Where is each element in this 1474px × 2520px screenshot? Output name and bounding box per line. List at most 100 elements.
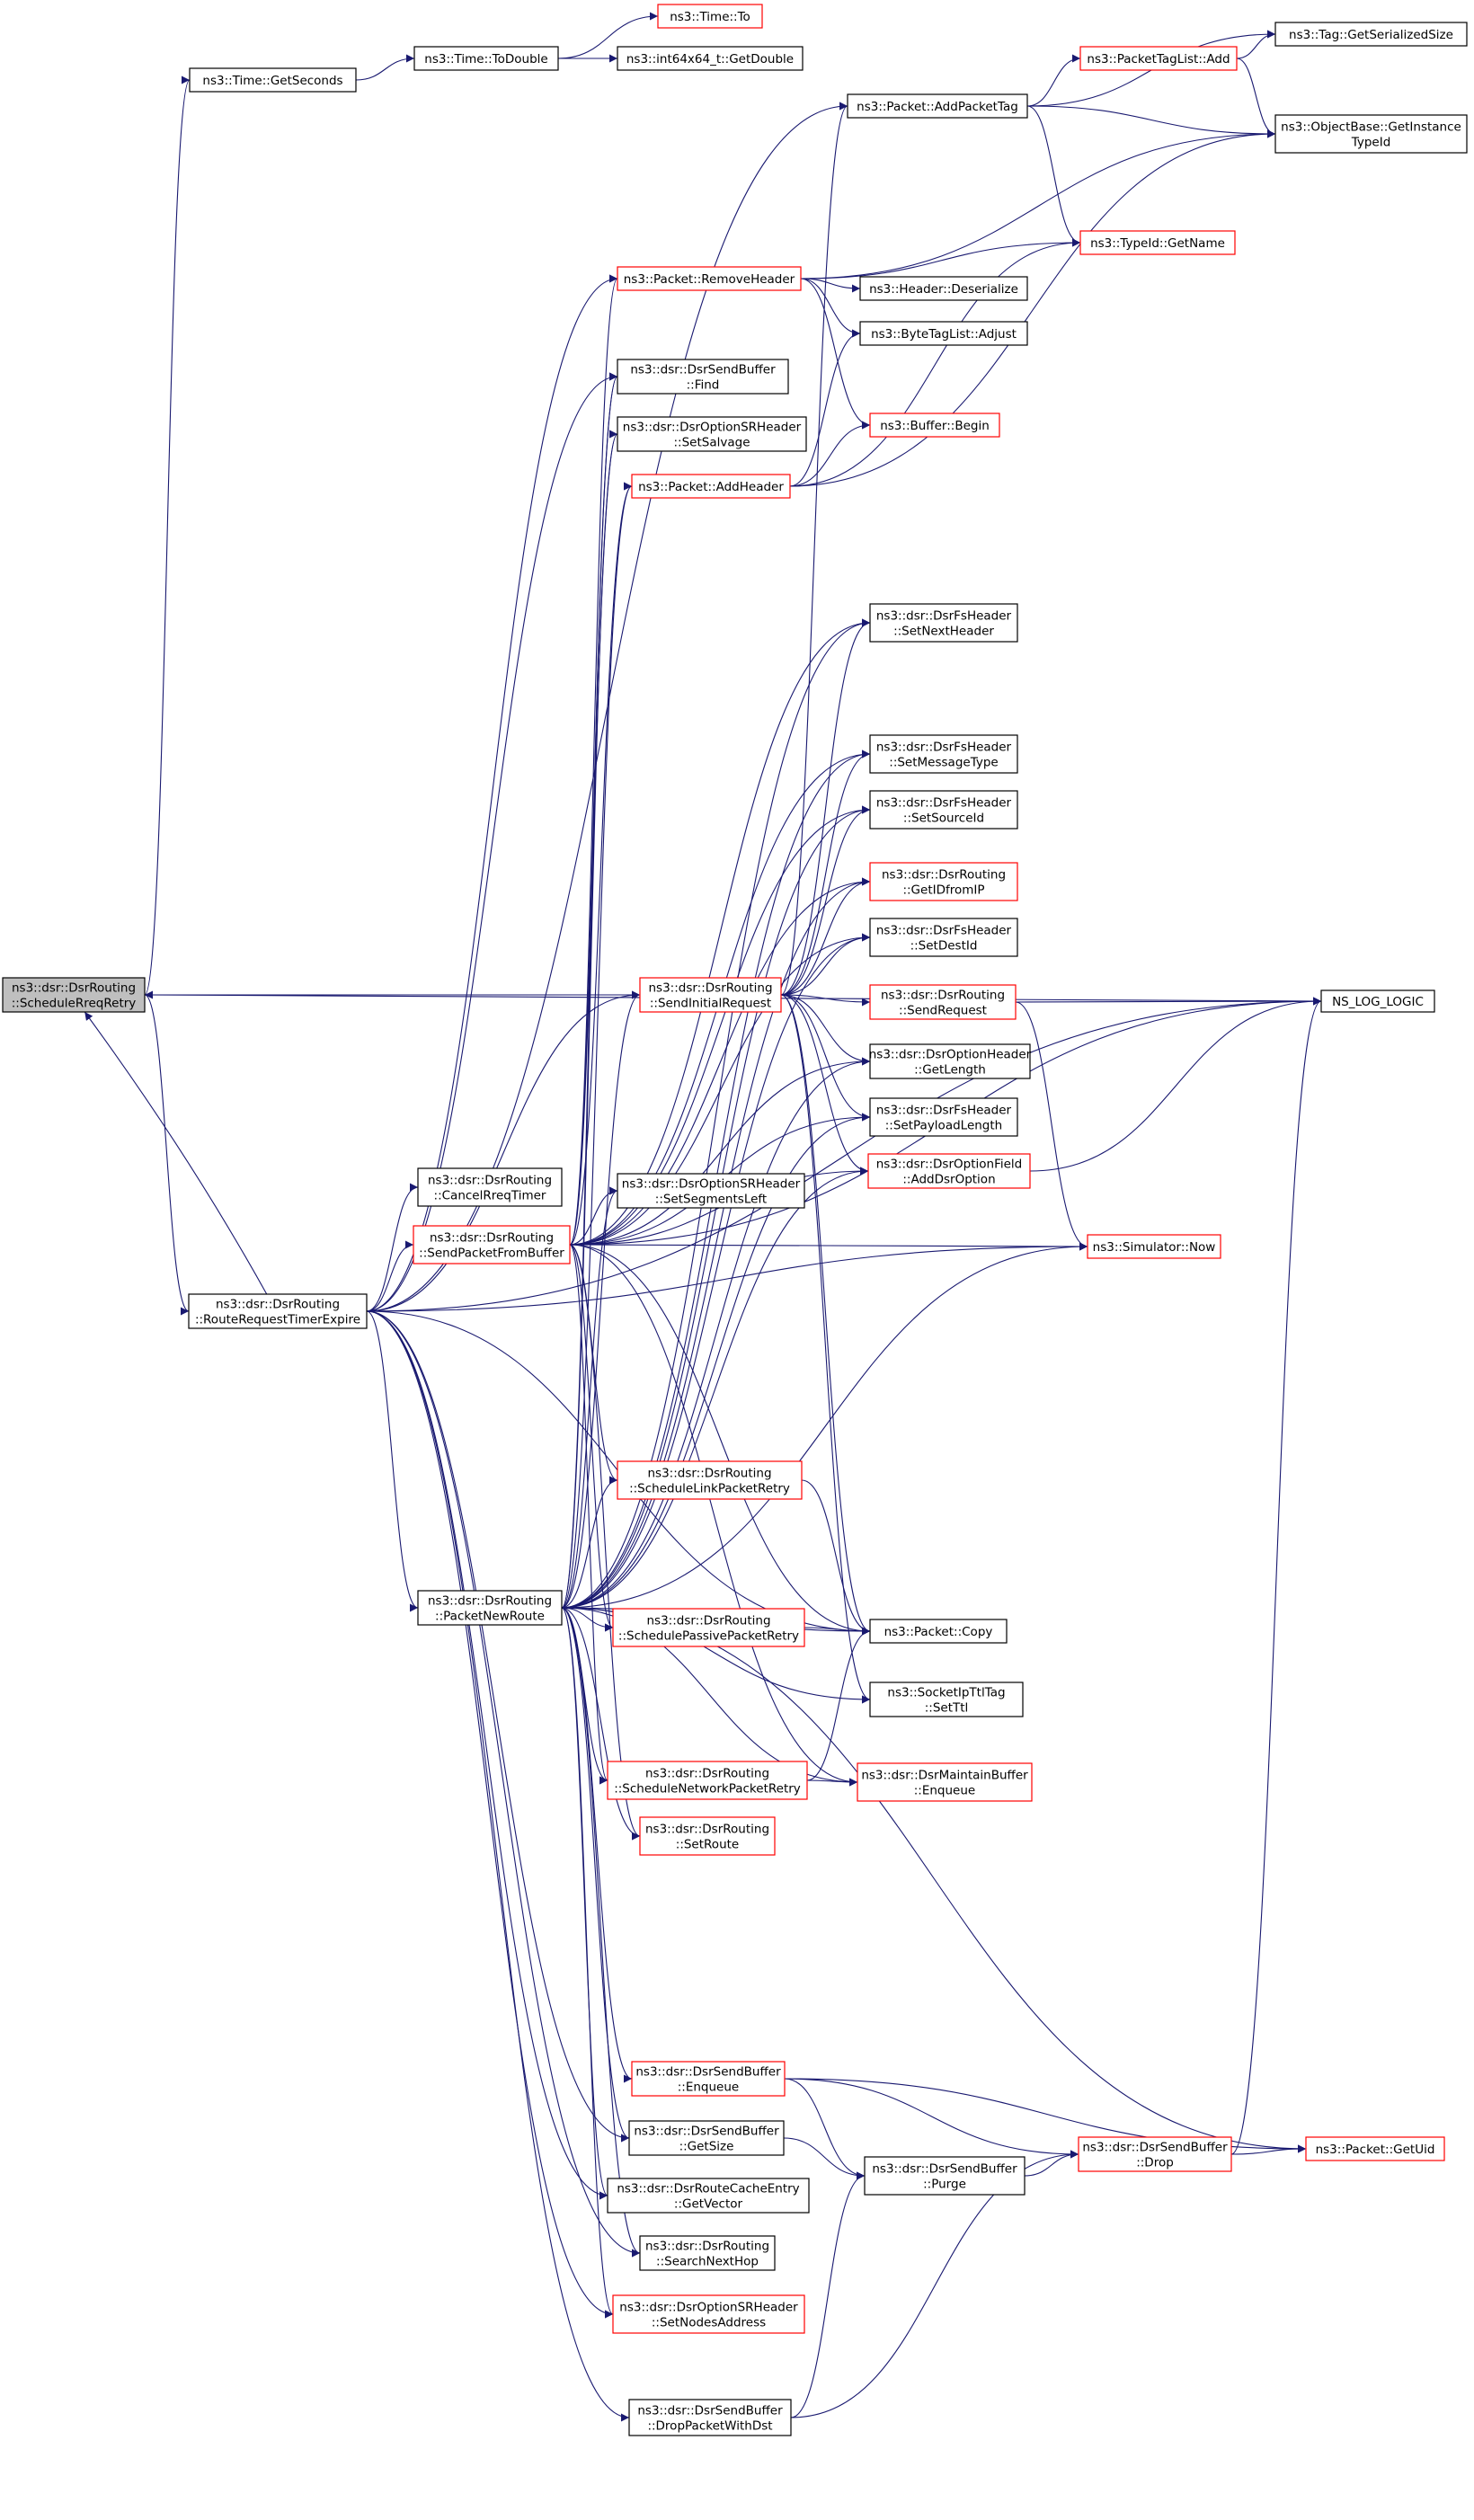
call-edge-sendpacketfrombuffer-to-schedulenetworkpacketretry xyxy=(569,1244,608,1785)
call-edge-sendinitialrequest-to-fssetsourceid xyxy=(780,805,871,996)
node-sendinitialrequest[interactable]: ns3::dsr::DsrRouting::SendInitialRequest xyxy=(639,977,782,1013)
node-schedulelinkpacketretry[interactable]: ns3::dsr::DsrRouting::ScheduleLinkPacket… xyxy=(617,1460,803,1500)
node-maintainbufferenqueue[interactable]: ns3::dsr::DsrMaintainBuffer::Enqueue xyxy=(857,1762,1033,1802)
node-taggetserializedsize[interactable]: ns3::Tag::GetSerializedSize xyxy=(1274,22,1468,47)
node-fssetsourceid[interactable]: ns3::dsr::DsrFsHeader::SetSourceId xyxy=(869,790,1018,830)
call-edge-packettaglistadd-to-objectbasegetinstancetypeid xyxy=(1236,58,1276,138)
node-timetodouble[interactable]: ns3::Time::ToDouble xyxy=(413,46,559,71)
node-label-line: ::SetDestId xyxy=(910,939,978,954)
node-searchnexthop[interactable]: ns3::dsr::DsrRouting::SearchNextHop xyxy=(639,2235,776,2271)
node-packetaddheader[interactable]: ns3::Packet::AddHeader xyxy=(631,474,791,499)
node-label-line: ::SetRoute xyxy=(676,1838,739,1852)
node-box xyxy=(869,1681,1024,1717)
node-box xyxy=(869,413,1000,438)
node-sendbuffergetsize[interactable]: ns3::dsr::DsrSendBuffer::GetSize xyxy=(628,2120,785,2156)
node-timegetseconds[interactable]: ns3::Time::GetSeconds xyxy=(189,67,357,93)
node-label-line: ::GetLength xyxy=(914,1063,986,1078)
node-cancelrreqtimer[interactable]: ns3::dsr::DsrRouting::CancelRreqTimer xyxy=(417,1167,563,1207)
node-fssetpayloadlength[interactable]: ns3::dsr::DsrFsHeader::SetPayloadLength xyxy=(869,1097,1018,1137)
call-edge-packetnewroute-to-setroute xyxy=(561,1607,641,1841)
call-edge-packettaglistadd-to-taggetserializedsize xyxy=(1236,30,1276,59)
node-box xyxy=(859,321,1028,346)
node-packetaddpackettag[interactable]: ns3::Packet::AddPacketTag xyxy=(847,93,1028,119)
call-edge-packetaddheader-to-bytetaglistadjust xyxy=(789,329,861,487)
node-box xyxy=(417,1590,563,1626)
node-box xyxy=(417,1167,563,1207)
call-edge-packetnewroute-to-optiongetlength xyxy=(561,1057,871,1609)
node-simulatornow[interactable]: ns3::Simulator::Now xyxy=(1087,1234,1221,1259)
node-packetcopy[interactable]: ns3::Packet::Copy xyxy=(869,1619,1008,1644)
call-edge-packetremoveheader-to-typeidgetname xyxy=(800,238,1081,280)
node-sendpacketfrombuffer[interactable]: ns3::dsr::DsrRouting::SendPacketFromBuff… xyxy=(413,1225,571,1264)
call-edge-schedulerreqretry-to-routerequesttimerexpire xyxy=(144,994,190,1316)
node-box xyxy=(869,790,1018,830)
call-edge-sendbufferenqueue-to-sendbufferpurge xyxy=(784,2078,866,2180)
node-box xyxy=(869,862,1018,901)
node-fssetnextheader[interactable]: ns3::dsr::DsrFsHeader::SetNextHeader xyxy=(869,603,1018,643)
node-getidfromip[interactable]: ns3::dsr::DsrRouting::GetIDfromIP xyxy=(869,862,1018,901)
call-edge-packetnewroute-to-optionsrsetsegmentsleft xyxy=(561,1186,618,1609)
node-headerdeserialize[interactable]: ns3::Header::Deserialize xyxy=(859,276,1028,301)
node-schedulepassivepacketretry[interactable]: ns3::dsr::DsrRouting::SchedulePassivePac… xyxy=(612,1608,805,1647)
node-sendbufferfind[interactable]: ns3::dsr::DsrSendBuffer::Find xyxy=(617,359,789,395)
node-setroute[interactable]: ns3::dsr::DsrRouting::SetRoute xyxy=(639,1816,776,1856)
node-sendbufferenqueue[interactable]: ns3::dsr::DsrSendBuffer::Enqueue xyxy=(631,2061,786,2097)
call-edge-routerequesttimerexpire-to-simulatornow xyxy=(366,1242,1088,1312)
node-label-line: ns3::int64x64_t::GetDouble xyxy=(626,52,794,67)
node-box xyxy=(628,2399,792,2436)
node-int64getdouble[interactable]: ns3::int64x64_t::GetDouble xyxy=(617,46,804,71)
node-label-line: ns3::dsr::DsrRouting xyxy=(428,1594,552,1609)
node-routerequesttimerexpire[interactable]: ns3::dsr::DsrRouting::RouteRequestTimerE… xyxy=(188,1293,368,1329)
node-label-line: ns3::dsr::DsrRouting xyxy=(646,1614,770,1628)
call-edge-sendinitialrequest-to-socketipttltagsetttl xyxy=(780,994,871,1704)
call-edge-packetnewroute-to-sendbufferenqueue xyxy=(561,1607,633,2083)
node-box xyxy=(657,4,763,29)
node-schedulerreqretry[interactable]: ns3::dsr::DsrRouting::ScheduleRreqRetry xyxy=(2,977,146,1013)
node-optionsrsetnodesaddress[interactable]: ns3::dsr::DsrOptionSRHeader::SetNodesAdd… xyxy=(612,2294,805,2334)
call-edge-sendbufferdrop-to-nslogic xyxy=(1230,997,1322,2155)
node-sendbufferdroppacketwithdst[interactable]: ns3::dsr::DsrSendBuffer::DropPacketWithD… xyxy=(628,2399,792,2436)
call-edge-sendinitialrequest-to-optionfieldadddsroption xyxy=(780,994,869,1176)
node-label-line: ns3::dsr::DsrOptionSRHeader xyxy=(623,421,802,435)
node-routecacheentrygetvector[interactable]: ns3::dsr::DsrRouteCacheEntry::GetVector xyxy=(607,2178,810,2214)
node-optionsrsetsegmentsleft[interactable]: ns3::dsr::DsrOptionSRHeader::SetSegments… xyxy=(617,1173,805,1209)
node-label-line: ns3::Packet::AddHeader xyxy=(638,480,784,494)
node-packetnewroute[interactable]: ns3::dsr::DsrRouting::PacketNewRoute xyxy=(417,1590,563,1626)
call-edge-sendbufferdroppacketwithdst-to-sendbufferdrop xyxy=(790,2150,1079,2418)
call-edge-packetnewroute-to-sendbuffergetsize xyxy=(561,1607,630,2143)
node-typeidgetname[interactable]: ns3::TypeId::GetName xyxy=(1079,230,1236,255)
node-label-line: ns3::dsr::DsrFsHeader xyxy=(876,609,1012,624)
node-sendrequest[interactable]: ns3::dsr::DsrRouting::SendRequest xyxy=(869,984,1017,1020)
node-packetgetuid[interactable]: ns3::Packet::GetUid xyxy=(1305,2136,1445,2161)
node-bufferbegin[interactable]: ns3::Buffer::Begin xyxy=(869,413,1000,438)
node-fssetdestid[interactable]: ns3::dsr::DsrFsHeader::SetDestId xyxy=(869,918,1018,957)
node-optiongetlength[interactable]: ns3::dsr::DsrOptionHeader::GetLength xyxy=(869,1043,1032,1079)
node-sendbufferdrop[interactable]: ns3::dsr::DsrSendBuffer::Drop xyxy=(1078,2136,1232,2172)
node-sendbufferpurge[interactable]: ns3::dsr::DsrSendBuffer::Purge xyxy=(864,2156,1026,2196)
node-fssetmessagetype[interactable]: ns3::dsr::DsrFsHeader::SetMessageType xyxy=(869,734,1018,774)
call-edge-sendinitialrequest-to-packetaddpackettag xyxy=(780,102,848,996)
node-socketipttltagsetttl[interactable]: ns3::SocketIpTtlTag::SetTtl xyxy=(869,1681,1024,1717)
node-label-line: ::ScheduleLinkPacketRetry xyxy=(629,1482,790,1496)
call-edge-routerequesttimerexpire-to-sendbufferdroppacketwithdst xyxy=(366,1310,630,2422)
node-timeto[interactable]: ns3::Time::To xyxy=(657,4,763,29)
node-packettaglistadd[interactable]: ns3::PacketTagList::Add xyxy=(1079,46,1238,71)
node-bytetaglistadjust[interactable]: ns3::ByteTagList::Adjust xyxy=(859,321,1028,346)
node-label-line: ns3::dsr::DsrRouting xyxy=(645,1767,769,1781)
node-box xyxy=(869,1043,1031,1079)
node-label-line: ns3::dsr::DsrSendBuffer xyxy=(1082,2141,1228,2155)
node-label-line: ns3::dsr::DsrFsHeader xyxy=(876,741,1012,755)
node-packetremoveheader[interactable]: ns3::Packet::RemoveHeader xyxy=(617,266,802,291)
node-label-line: ns3::dsr::DsrOptionField xyxy=(876,1158,1022,1172)
node-optionfieldadddsroption[interactable]: ns3::dsr::DsrOptionField::AddDsrOption xyxy=(867,1153,1031,1189)
node-box xyxy=(2,977,146,1013)
node-nslogic[interactable]: NS_LOG_LOGIC xyxy=(1320,989,1435,1013)
node-box xyxy=(857,1762,1033,1802)
call-edge-sendbufferenqueue-to-sendbufferdrop xyxy=(784,2078,1079,2159)
call-edge-sendbufferdroppacketwithdst-to-sendbufferpurge xyxy=(790,2171,866,2418)
call-edge-sendrequest-to-simulatornow xyxy=(1015,1001,1088,1251)
node-optionsrsetsalvage[interactable]: ns3::dsr::DsrOptionSRHeader::SetSalvage xyxy=(617,416,807,452)
node-schedulenetworkpacketretry[interactable]: ns3::dsr::DsrRouting::ScheduleNetworkPac… xyxy=(607,1761,808,1800)
call-edge-sendpacketfrombuffer-to-maintainbufferenqueue xyxy=(569,1244,858,1787)
